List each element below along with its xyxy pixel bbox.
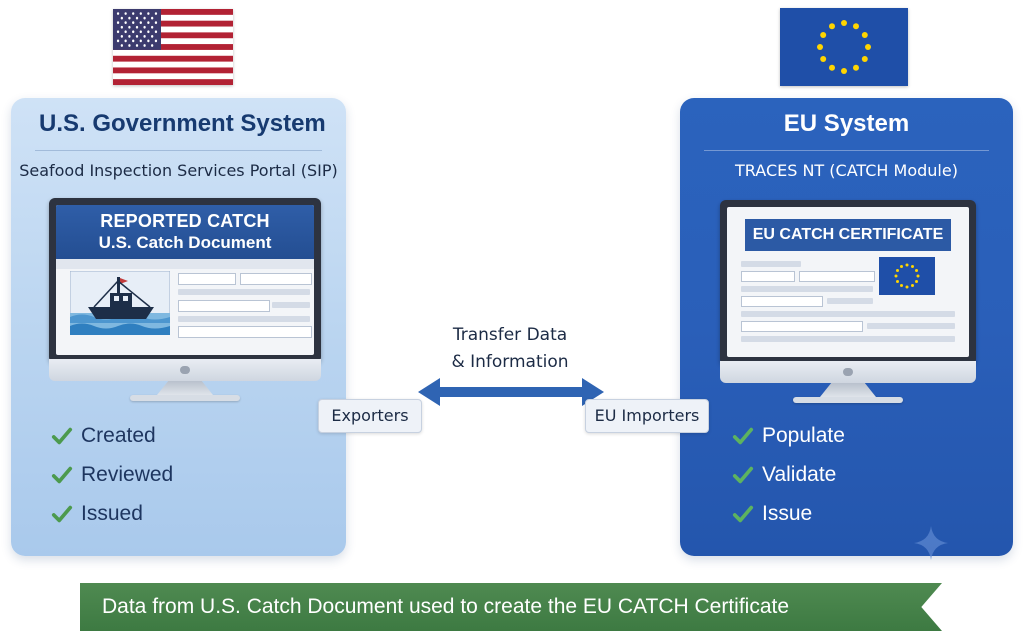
catch-document-label: U.S. Catch Document [98, 233, 272, 252]
step-label: Populate [762, 423, 845, 447]
step-label: Validate [762, 462, 837, 486]
us-system-panel: U.S. Government System Seafood Inspectio… [11, 98, 346, 556]
check-icon [732, 466, 754, 483]
transfer-label: Transfer Data & Information [420, 322, 600, 376]
eu-screen: EU CATCH CERTIFICATE [727, 207, 969, 357]
check-icon [732, 505, 754, 522]
step-label: Issue [762, 501, 813, 525]
form-band [56, 259, 314, 269]
check-icon [51, 466, 73, 483]
eu-system-panel: EU System TRACES NT (CATCH Module) EU CA… [680, 98, 1013, 556]
us-screen-header: REPORTED CATCH U.S. Catch Document [56, 205, 314, 259]
list-item: Created [51, 416, 173, 455]
eu-monitor-icon: EU CATCH CERTIFICATE [720, 200, 976, 403]
fishing-boat-icon [70, 271, 170, 335]
eu-flag-icon [780, 8, 908, 86]
list-item: Populate [732, 416, 845, 455]
transfer-line-1: Transfer Data [452, 325, 568, 345]
us-steps-list: Created Reviewed Issued [51, 416, 173, 533]
step-label: Issued [81, 501, 143, 525]
list-item: Validate [732, 455, 845, 494]
eu-panel-subtitle: TRACES NT (CATCH Module) [735, 161, 958, 180]
divider [35, 150, 322, 151]
double-arrow-icon [418, 378, 604, 406]
reported-catch-label: REPORTED CATCH [100, 211, 270, 231]
eu-flag-icon [879, 257, 935, 295]
list-item: Reviewed [51, 455, 173, 494]
check-icon [732, 427, 754, 444]
eu-panel-title: EU System [783, 110, 910, 137]
divider [704, 150, 989, 151]
summary-banner: Data from U.S. Catch Document used to cr… [80, 583, 942, 631]
check-icon [51, 427, 73, 444]
exporters-tag: Exporters [318, 399, 422, 433]
eu-certificate-header: EU CATCH CERTIFICATE [745, 219, 951, 251]
step-label: Reviewed [81, 462, 174, 486]
transfer-line-2: & Information [451, 352, 569, 372]
list-item: Issued [51, 494, 173, 533]
step-label: Created [81, 423, 156, 447]
sparkle-icon [914, 526, 948, 560]
banner-text: Data from U.S. Catch Document used to cr… [102, 595, 790, 618]
eu-steps-list: Populate Validate Issue [732, 416, 845, 533]
us-flag-icon [113, 9, 233, 85]
eu-importers-tag: EU Importers [585, 399, 709, 433]
us-screen: REPORTED CATCH U.S. Catch Document [56, 205, 314, 355]
us-panel-subtitle: Seafood Inspection Services Portal (SIP) [19, 161, 338, 180]
list-item: Issue [732, 494, 845, 533]
check-icon [51, 505, 73, 522]
us-panel-title: U.S. Government System [39, 110, 326, 137]
us-monitor-icon: REPORTED CATCH U.S. Catch Document [49, 198, 321, 401]
